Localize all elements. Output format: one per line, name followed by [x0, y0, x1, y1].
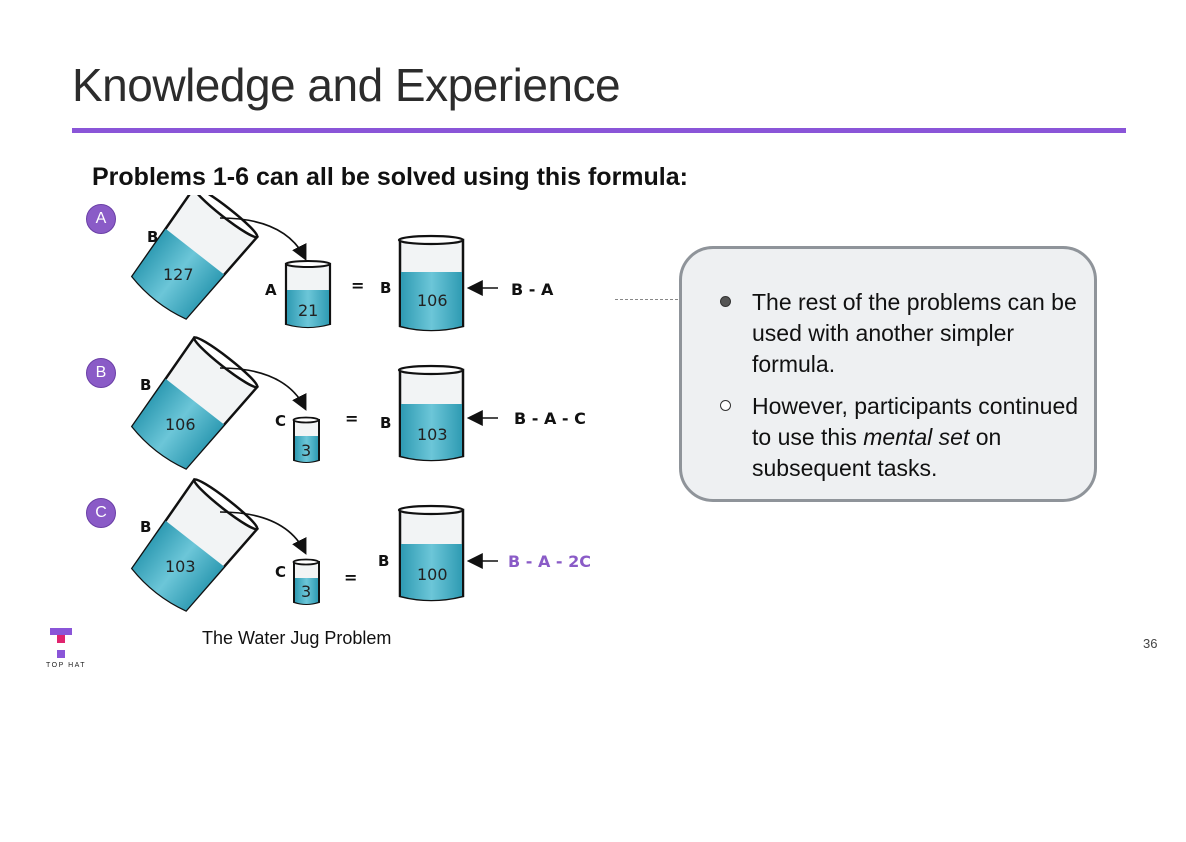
problem-badge-c: C — [86, 498, 116, 528]
callout-box: The rest of the problems can be used wit… — [679, 246, 1097, 502]
jug-c-value: 3 — [301, 582, 311, 601]
page-number: 36 — [1143, 636, 1158, 651]
jug-a-label: A — [265, 281, 277, 299]
result-jug-value: 106 — [417, 291, 448, 310]
result-jug-icon — [397, 234, 465, 332]
jug-b-value: 127 — [163, 265, 194, 284]
result-jug-icon — [397, 364, 465, 462]
small-jug-a-icon — [284, 260, 332, 329]
callout-bullet-2: However, participants continued to use t… — [720, 391, 1082, 484]
problem-row-a: B 127 A 21 = B 106 B - A — [130, 195, 554, 332]
bullet-2-emphasis: mental set — [863, 424, 970, 450]
pour-arrow-icon — [219, 511, 307, 555]
jug-b-label: B — [140, 518, 151, 536]
problem-badge-b: B — [86, 358, 116, 388]
jug-a-value: 21 — [298, 301, 318, 320]
result-jug-icon — [397, 504, 465, 602]
bullet-2-text-end: on subsequent tasks. — [752, 424, 1002, 481]
title-underline — [72, 128, 1126, 133]
slide-caption: The Water Jug Problem — [202, 628, 392, 648]
callout-bullet-1: The rest of the problems can be used wit… — [720, 287, 1082, 380]
formula-text: B - A - C — [514, 409, 586, 428]
jug-b-value: 106 — [165, 415, 196, 434]
bullet-dot-icon — [720, 296, 731, 307]
small-jug-c-icon — [292, 416, 320, 463]
tilted-jug-b-icon — [130, 195, 260, 320]
jug-b-value: 103 — [165, 557, 196, 576]
jug-b-label: B — [147, 228, 158, 246]
small-jug-c-icon — [292, 558, 320, 605]
problem-badge-a: A — [86, 204, 116, 234]
equals-sign: = — [344, 568, 357, 587]
result-jug-value: 103 — [417, 425, 448, 444]
problem-row-b: B 106 C 3 = B 103 B - A - C — [130, 335, 586, 470]
equals-sign: = — [351, 276, 364, 295]
equals-sign: = — [345, 409, 358, 428]
water-jug-diagram: B 127 A 21 = B 106 B - A B 106 — [130, 195, 591, 612]
pour-arrow-icon — [219, 367, 307, 411]
slide-title: Knowledge and Experience — [72, 59, 621, 111]
jug-b-label: B — [140, 376, 151, 394]
result-jug-label: B — [378, 552, 389, 570]
tilted-jug-b-icon — [130, 477, 260, 612]
tilted-jug-b-icon — [130, 335, 260, 470]
top-hat-logo-icon — [50, 628, 72, 658]
jug-c-label: C — [275, 412, 286, 430]
formula-heading: Problems 1-6 can all be solved using thi… — [92, 163, 688, 191]
bullet-circle-icon — [720, 400, 731, 411]
bullet-1-text: The rest of the problems can be used wit… — [752, 289, 1077, 377]
callout-connector — [615, 299, 723, 300]
result-jug-label: B — [380, 414, 391, 432]
jug-c-value: 3 — [301, 441, 311, 460]
result-jug-label: B — [380, 279, 391, 297]
result-jug-value: 100 — [417, 565, 448, 584]
logo-wordmark: TOP HAT — [46, 662, 87, 669]
formula-text-highlight: B - A - 2C — [508, 552, 591, 571]
formula-text: B - A — [511, 280, 554, 299]
problem-row-c: B 103 C 3 = B 100 B - A - 2C — [130, 477, 591, 612]
pour-arrow-icon — [219, 217, 307, 261]
bullet-2-text-start: However, participants continued to use t… — [752, 393, 1079, 450]
jug-c-label: C — [275, 563, 286, 581]
